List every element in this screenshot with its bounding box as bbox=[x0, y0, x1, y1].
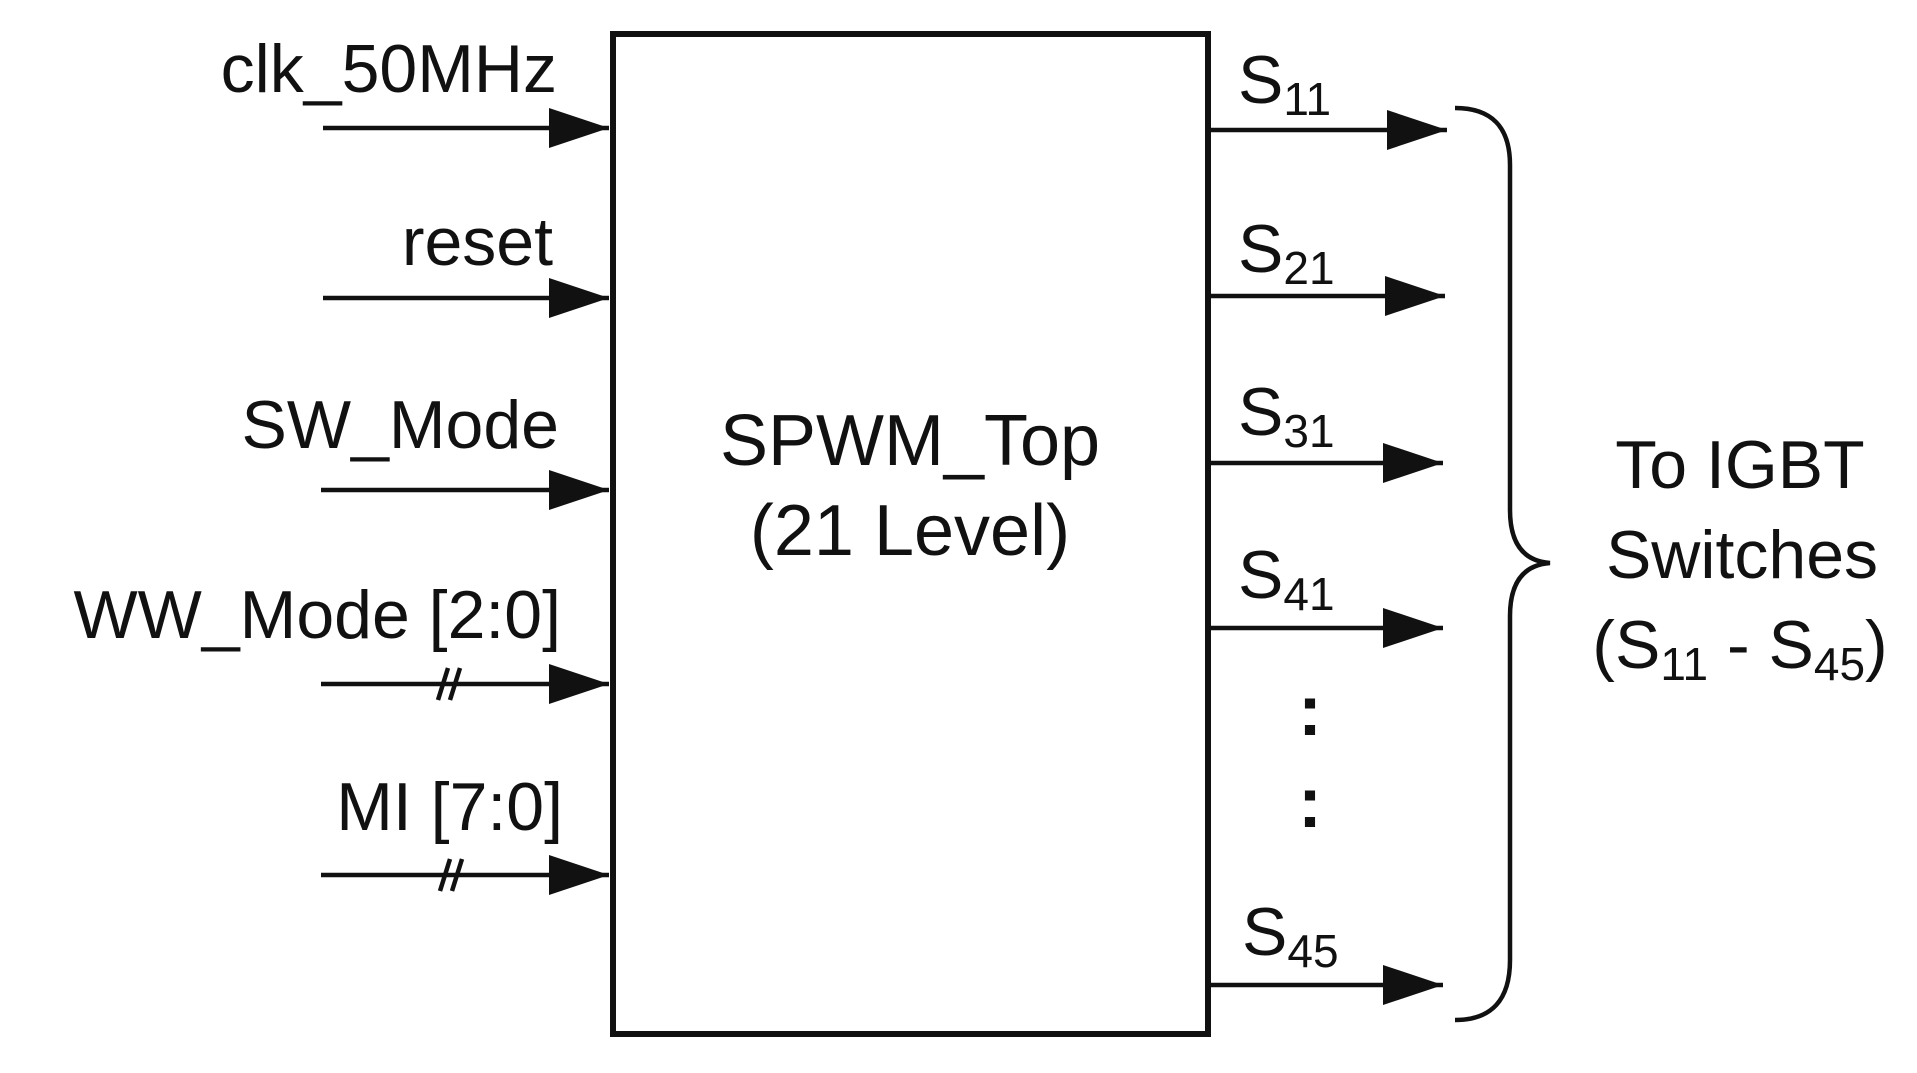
annotation-line3: (S11 - S45) bbox=[1592, 607, 1887, 690]
output-label-s41: S41 bbox=[1238, 537, 1335, 620]
input-label-clk: clk_50MHz bbox=[221, 31, 557, 107]
input-label-mi: MI [7:0] bbox=[336, 769, 563, 845]
output-label-s21: S21 bbox=[1238, 211, 1335, 294]
output-ellipsis-lower: : bbox=[1298, 763, 1322, 843]
annotation-line1: To IGBT bbox=[1615, 427, 1864, 503]
output-label-s45: S45 bbox=[1242, 894, 1339, 977]
input-label-reset: reset bbox=[402, 204, 553, 280]
output-label-s11: S11 bbox=[1238, 42, 1331, 125]
input-label-ww-mode: WW_Mode [2:0] bbox=[74, 577, 562, 653]
bus-slash-ww-mode bbox=[435, 667, 463, 701]
igbt-annotation: To IGBT Switches (S11 - S45) bbox=[1592, 427, 1887, 690]
block-name: SPWM_Top bbox=[720, 401, 1100, 481]
block-subtitle: (21 Level) bbox=[750, 491, 1070, 571]
annotation-line2: Switches bbox=[1606, 517, 1878, 593]
output-signals: S11 S21 S31 S41 : : S45 bbox=[1210, 42, 1447, 1005]
output-group-brace bbox=[1454, 105, 1551, 1023]
output-ellipsis-upper: : bbox=[1298, 671, 1322, 751]
bus-slash-mi bbox=[437, 858, 465, 892]
input-label-sw-mode: SW_Mode bbox=[242, 387, 559, 463]
input-signals: clk_50MHz reset SW_Mode WW_Mode [2:0] MI… bbox=[74, 31, 609, 895]
spwm-top-block bbox=[610, 31, 1211, 1037]
output-label-s31: S31 bbox=[1238, 374, 1335, 457]
